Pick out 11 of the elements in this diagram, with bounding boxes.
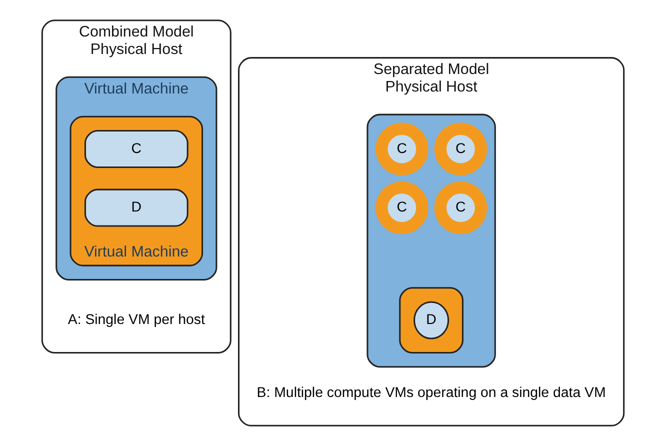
node-circle: D [413,301,449,340]
node-circle: C [434,181,487,234]
cluster [398,287,463,354]
node-circle: C [375,122,428,176]
node-box: C [84,130,188,168]
node-label: A: Single VM per host [67,312,204,328]
node-box: D [84,188,188,227]
node-circle: C [375,181,428,234]
node-circle: C [434,122,487,176]
node-label: B: Multiple compute VMs operating on a single data VM [256,384,606,401]
cluster [366,114,496,368]
